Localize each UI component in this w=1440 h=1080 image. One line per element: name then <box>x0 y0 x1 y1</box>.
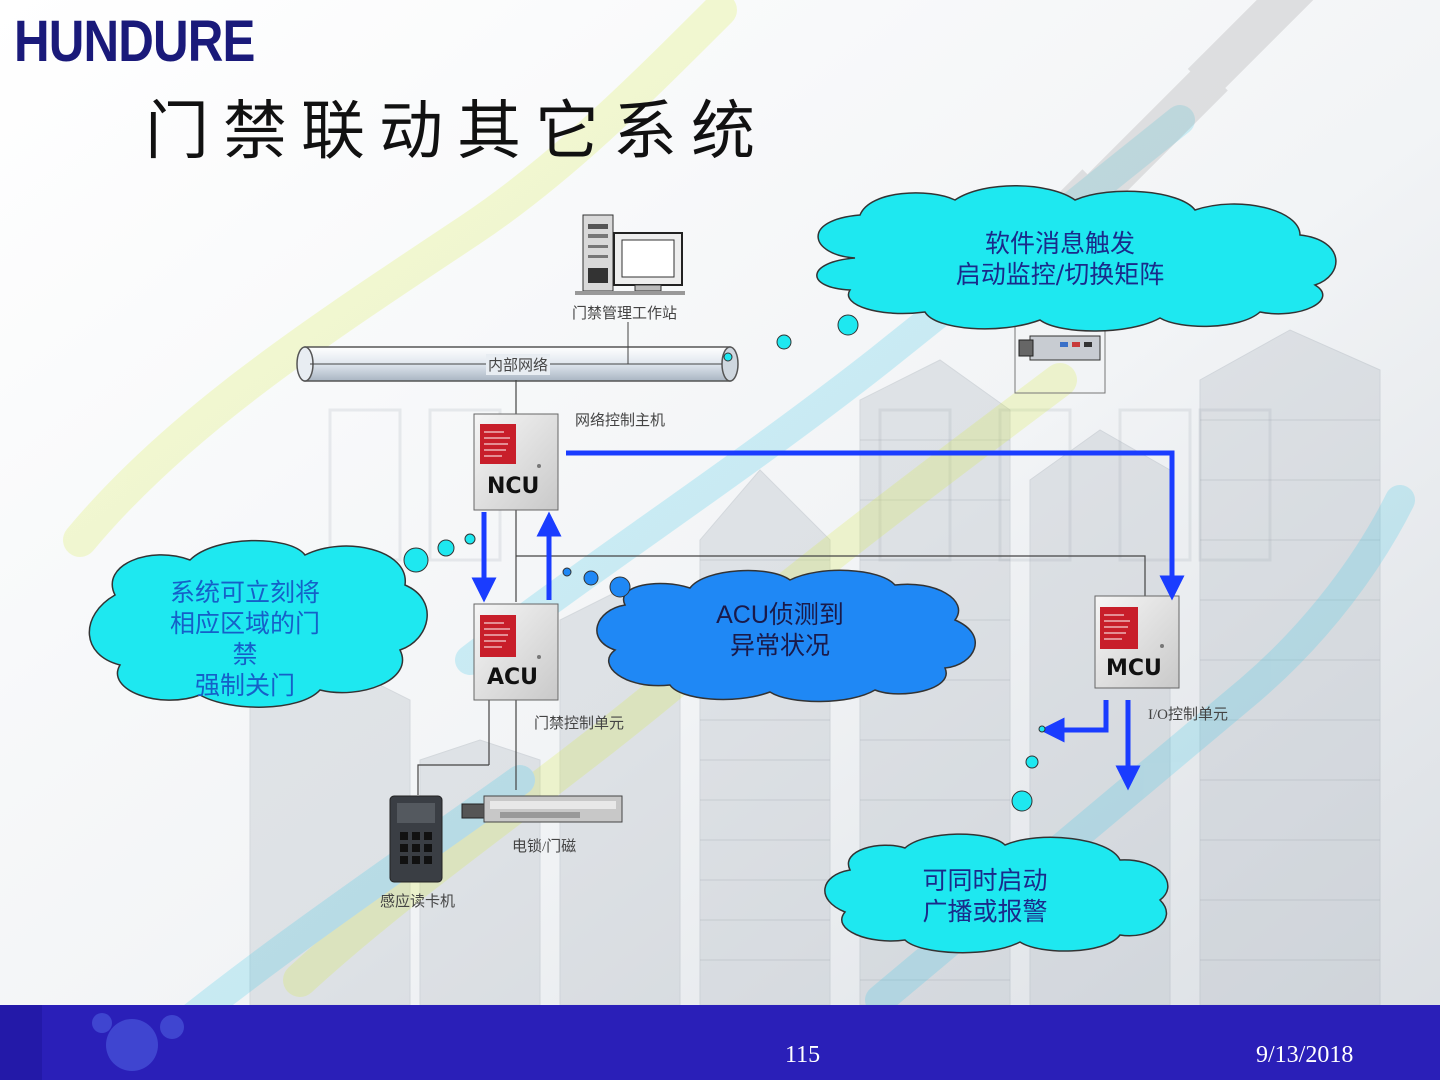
mcu-caption: I/O控制单元 <box>1148 707 1228 723</box>
bubble-left-line3: 禁 <box>232 640 258 669</box>
acu-label: ACU <box>487 665 539 690</box>
footer-left-block <box>0 1005 42 1080</box>
bubble-bottom-right-line1: 可同时启动 <box>922 866 1048 895</box>
acu-cabinet <box>473 603 559 701</box>
bubble-top-right-text: 软件消息触发 启动监控/切换矩阵 <box>910 228 1210 290</box>
slide-date: 9/13/2018 <box>1256 1042 1354 1068</box>
bubble-bottom-right-text: 可同时启动 广播或报警 <box>885 865 1085 927</box>
slide-title: 门禁联动其它系统 <box>145 95 769 169</box>
mcu-cabinet <box>1094 595 1180 689</box>
bubble-center-line1: ACU侦测到 <box>716 601 844 629</box>
workstation-label: 门禁管理工作站 <box>572 306 678 322</box>
lock-label: 电锁/门磁 <box>512 839 577 855</box>
bubble-left-line4: 强制关门 <box>194 671 295 700</box>
page-number: 115 <box>785 1042 821 1068</box>
bubble-bottom-right-shape <box>824 725 1169 954</box>
computer-icon <box>575 214 685 295</box>
ncu-caption: 网络控制主机 <box>575 413 666 429</box>
bubble-center-line2: 异常状况 <box>729 632 830 660</box>
ncu-cabinet <box>473 413 559 511</box>
lock-icon <box>461 795 623 823</box>
footer-decoration <box>92 1013 184 1071</box>
bubble-left-shape <box>88 533 476 708</box>
bubble-left-line2: 相应区域的门 <box>169 609 320 638</box>
camera-icon <box>1014 304 1106 394</box>
brand-logo: HUNDURE <box>14 9 255 74</box>
bubble-top-right-line1: 软件消息触发 <box>984 229 1135 258</box>
signal-arrows <box>471 450 1185 791</box>
bubble-left-text: 系统可立刻将 相应区域的门 禁 强制关门 <box>135 577 355 701</box>
network-label: 内部网络 <box>486 354 551 375</box>
bubble-bottom-right-line2: 广播或报警 <box>922 897 1048 926</box>
bubble-left-line1: 系统可立刻将 <box>169 578 320 607</box>
ncu-label: NCU <box>487 474 540 499</box>
bubble-top-right-shape <box>776 185 1337 350</box>
reader-icon <box>389 795 443 883</box>
reader-label: 感应读卡机 <box>380 894 456 910</box>
mcu-label: MCU <box>1106 656 1162 681</box>
bubble-center-text: ACU侦测到 异常状况 <box>680 600 880 662</box>
acu-caption: 门禁控制单元 <box>534 716 625 732</box>
wiring-lines <box>417 380 1146 795</box>
bubble-top-right-line2: 启动监控/切换矩阵 <box>955 260 1165 289</box>
footer-bar <box>0 1005 1440 1080</box>
bubble-center-shape <box>562 567 976 703</box>
